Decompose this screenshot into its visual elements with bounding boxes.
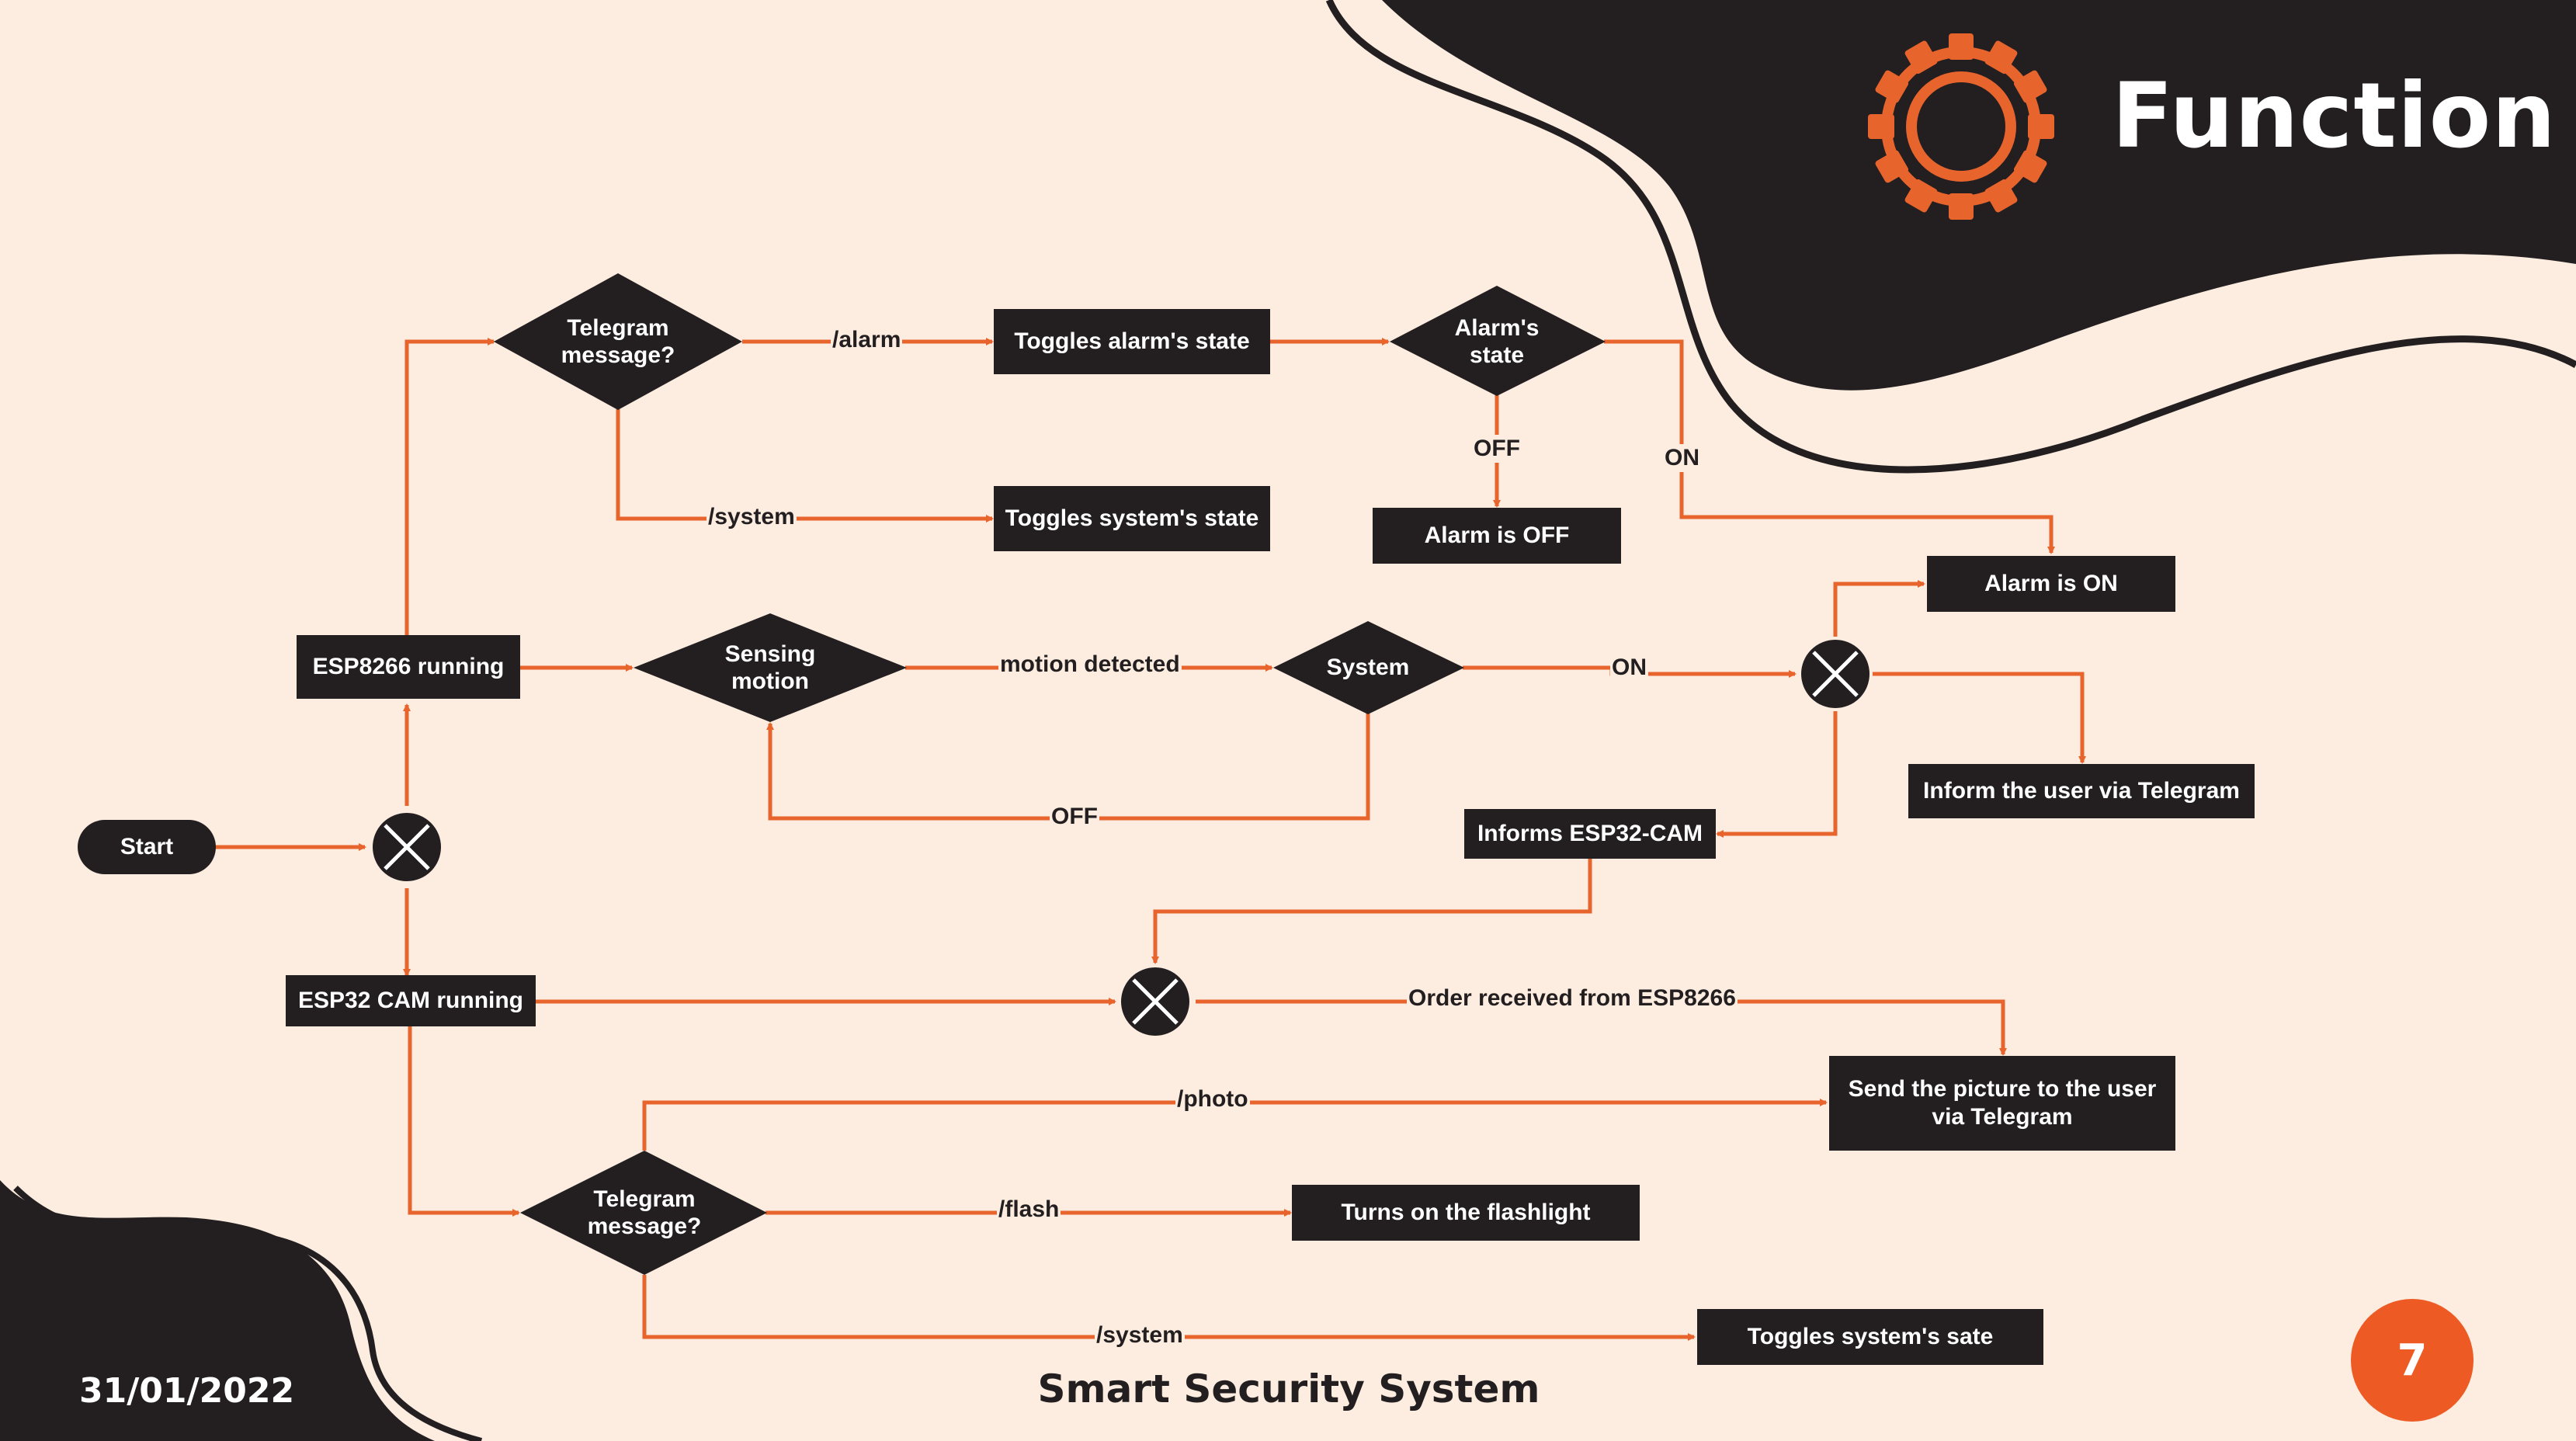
edge-label-off-alarm: OFF: [1472, 435, 1522, 463]
slide-footer-title: Smart Security System: [1037, 1366, 1540, 1411]
bottom-left-wave-line: [13, 1186, 483, 1441]
sensing-motion-diamond: [634, 613, 907, 722]
system-diamond: [1273, 621, 1464, 714]
edge-label-on-system: ON: [1610, 654, 1648, 682]
start-node: Start: [78, 820, 216, 874]
edge-label-flash: /flash: [997, 1196, 1061, 1224]
telegram-message-bottom-diamond: [520, 1151, 767, 1275]
edge-junction-informs: [1716, 711, 1838, 838]
edge-label-system-top: /system: [706, 503, 797, 531]
edge-label-order-received: Order received from ESP8266: [1407, 984, 1738, 1012]
edge-informs-midjunction: [1151, 859, 1592, 964]
toggles-system-bottom-node: Toggles system's sate: [1697, 1309, 2043, 1365]
system-label: System: [1326, 655, 1410, 681]
page-number-badge: 7: [2351, 1299, 2474, 1422]
edge-alarmstate-on: [1604, 339, 2055, 554]
alarms-state-label: Alarm's state: [1454, 314, 1540, 368]
esp32-running-node: ESP32 CAM running: [286, 975, 536, 1026]
edge-label-on-alarm: ON: [1663, 444, 1701, 472]
slide-date: 31/01/2022: [79, 1371, 295, 1411]
junction-system: [1798, 637, 1873, 711]
edge-telegram-system: [616, 409, 994, 523]
edge-label-system-bottom: /system: [1095, 1321, 1185, 1349]
edge-esp8266-telegram: [404, 338, 495, 635]
alarm-on-node: Alarm is ON: [1927, 556, 2175, 612]
inform-user-node: Inform the user via Telegram: [1908, 764, 2255, 818]
edge-junction-alarmon: [1833, 580, 1925, 637]
telegram-message-bottom-label: Telegram message?: [587, 1186, 702, 1239]
telegram-message-top-diamond: [494, 273, 742, 410]
junction-start: [370, 810, 444, 884]
edge-telegram-photo: [642, 1099, 1828, 1151]
top-right-wave-line: [1325, 0, 2576, 474]
telegram-message-top-label: Telegram message?: [561, 314, 675, 368]
sensing-motion-label: Sensing motion: [724, 641, 816, 694]
edge-label-photo: /photo: [1175, 1085, 1250, 1113]
edge-label-alarm: /alarm: [831, 326, 903, 354]
toggles-system-top-node: Toggles system's state: [994, 486, 1270, 551]
toggles-alarm-node: Toggles alarm's state: [994, 309, 1270, 374]
turns-flashlight-node: Turns on the flashlight: [1292, 1185, 1640, 1241]
slide-title: Function: [2112, 64, 2557, 168]
alarms-state-diamond: [1390, 286, 1606, 396]
edge-esp32-telegrambottom: [408, 1026, 520, 1217]
edge-label-motion-detected: motion detected: [998, 651, 1182, 679]
edge-label-off-system: OFF: [1050, 803, 1099, 831]
edge-junction-inform: [1871, 672, 2086, 764]
esp8266-running-node: ESP8266 running: [297, 635, 520, 699]
edge-telegram-system-bottom: [642, 1275, 1696, 1341]
send-picture-node: Send the picture to the user via Telegra…: [1829, 1056, 2175, 1151]
bottom-left-dark-blob: [0, 1180, 435, 1441]
junction-esp32: [1118, 964, 1193, 1039]
informs-esp32-node: Informs ESP32-CAM: [1464, 809, 1716, 859]
alarm-off-node: Alarm is OFF: [1373, 508, 1621, 564]
